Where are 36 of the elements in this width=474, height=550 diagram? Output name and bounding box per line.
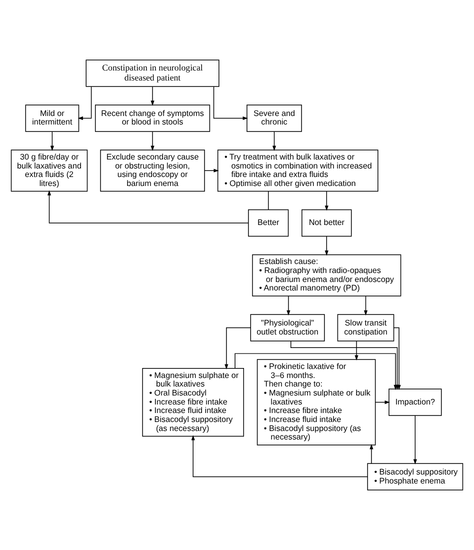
node-box: Constipation in neurological diseased patient: [86, 60, 220, 87]
arrow: [354, 340, 358, 360]
node-box: Establish cause: • Radiography with radio-opaques or barium enema and/or endoscopy • Anorectal manometry (PD): [252, 254, 402, 296]
node-box: • Magnesium sulphate or bulk laxatives • Oral Bisacodyl • Increase fibre intake • Increase fluid intake • Bisacodyl suppository (as necessary): [142, 368, 244, 437]
arrow: [324, 190, 328, 211]
arrow: [204, 168, 219, 172]
connector: [268, 190, 269, 210]
arrow: [375, 400, 390, 404]
arrow: [50, 131, 54, 151]
node-box: Mild or intermittent: [25, 104, 80, 132]
arrow: [191, 435, 368, 478]
node-box: Impaction?: [388, 388, 442, 416]
node-box: • Try treatment with bulk laxatives or osmotics in combination with increased fibre intake and extra fluids • Optimise all other given medication: [217, 150, 378, 192]
arrow: [324, 236, 328, 256]
node-box: Severe and chronic: [246, 104, 302, 132]
node-box: Not better: [302, 209, 352, 237]
node-box: Slow transit constipation: [337, 314, 394, 342]
node-box: "Physiological" outlet obstruction: [250, 314, 325, 342]
arrow: [272, 131, 276, 151]
node-box: 30 g fibre/day or bulk laxatives and extra fluids (2 litres): [10, 150, 88, 192]
node-box: • Prokinetic laxative for 3–6 months. Then change to: • Magnesium sulphate or bulk laxatives • Increase fibre intake • Increase fluid intake • Bisacodyl suppository (as necessary): [256, 359, 376, 446]
arrow: [286, 296, 290, 316]
node-box: • Bisacodyl suppository • Phosphate enema: [367, 463, 464, 490]
arrow: [150, 86, 154, 106]
node-box: Better: [248, 209, 289, 237]
arrow: [78, 86, 92, 120]
arrow: [47, 190, 249, 224]
arrow: [224, 327, 251, 370]
arrow: [364, 296, 368, 316]
arrow: [234, 353, 398, 390]
arrow: [413, 415, 417, 464]
arrow: [213, 86, 248, 120]
node-box: Exclude secondary cause or obstructing lesion, using endoscopy or barium enema: [100, 150, 205, 192]
arrow: [150, 131, 154, 151]
arrow: [370, 444, 374, 464]
node-box: Recent change of symptoms or blood in stools: [94, 104, 210, 132]
